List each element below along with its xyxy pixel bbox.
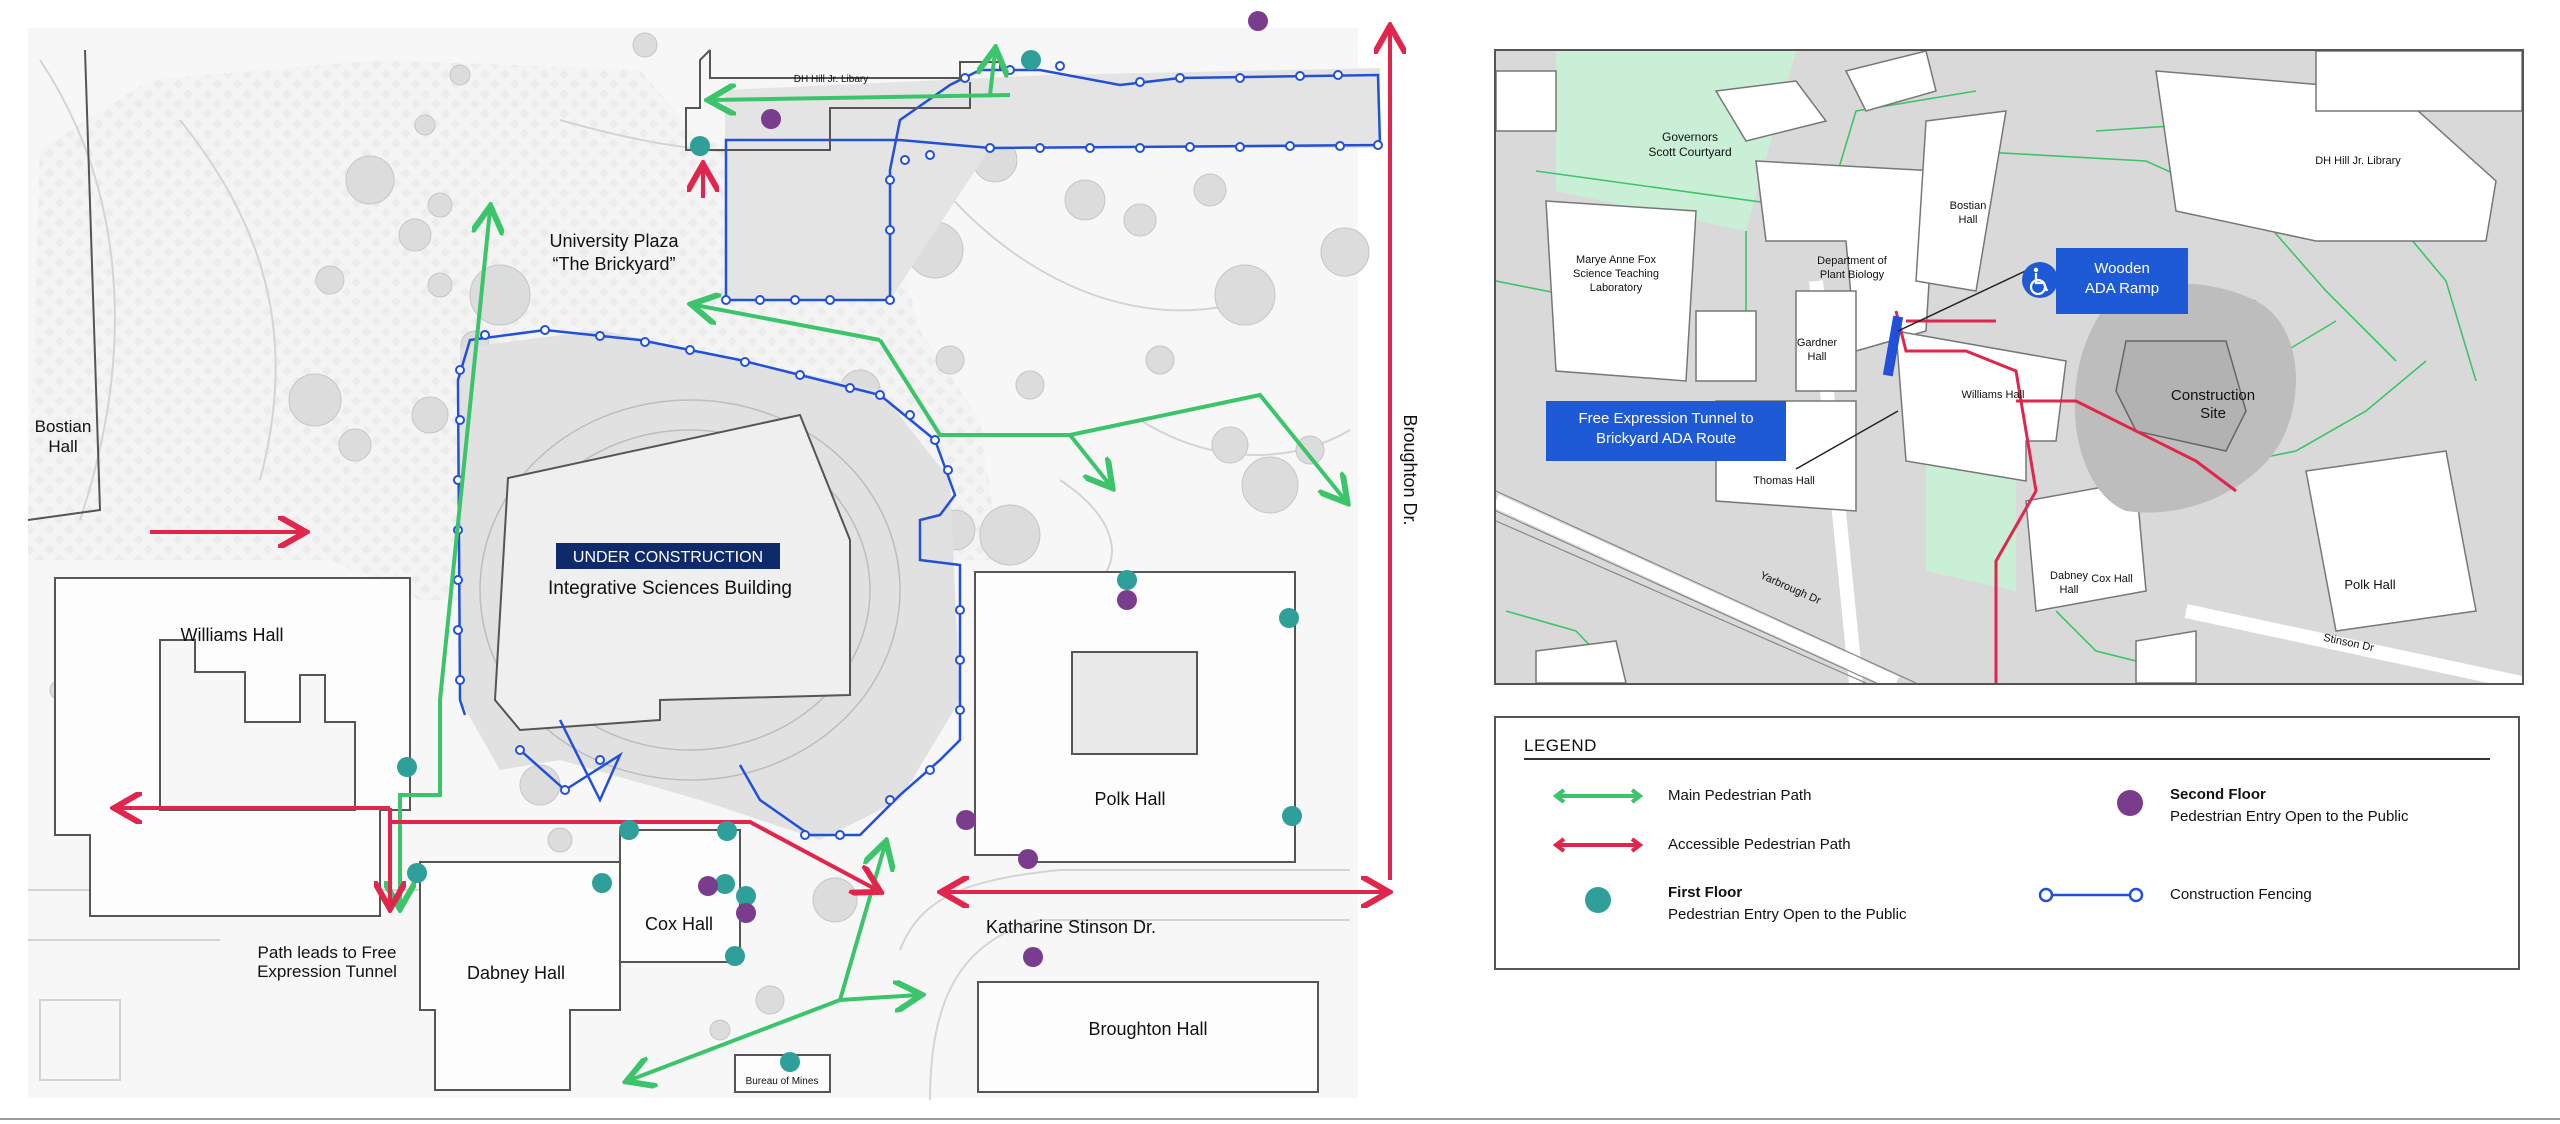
label-dh-hill: DH Hill Jr. Libary <box>794 74 868 85</box>
legend-second-floor-desc: Pedestrian Entry Open to the Public <box>2170 808 2409 825</box>
mini-label-williams: Williams Hall <box>1962 389 2025 401</box>
mini-label-cox: Cox Hall <box>2091 573 2133 585</box>
label-katharine-stinson-dr: Katharine Stinson Dr. <box>986 917 1156 937</box>
footer-divider <box>0 1118 2560 1120</box>
legend-title: LEGEND <box>1524 736 1597 755</box>
callout-ramp-line1: Wooden <box>2094 260 2150 277</box>
label-broughton-dr: Broughton Dr. <box>1400 414 1420 525</box>
construction-fence <box>456 68 1382 837</box>
label-williams-hall: Williams Hall <box>181 625 284 645</box>
polk-hall-courtyard <box>1071 651 1198 755</box>
legend-first-floor-symbol <box>1585 887 1611 913</box>
legend-main-path: Main Pedestrian Path <box>1668 785 1811 807</box>
callout-tunnel-line2: Brickyard ADA Route <box>1595 430 1737 447</box>
accessible-pedestrian-paths <box>118 30 1390 905</box>
label-bureau-of-mines: Bureau of Mines <box>746 1076 819 1087</box>
mini-construction-building <box>2115 340 2247 452</box>
green-lawn <box>1926 451 2016 591</box>
legend-accessible-path-symbol <box>1552 837 1644 853</box>
legend-first-floor: First Floor Pedestrian Entry Open to the… <box>1668 882 1906 926</box>
callout-wooden-ramp: Wooden ADA Ramp <box>2056 248 2188 314</box>
tunnel-note-line2: Expression Tunnel <box>257 962 397 981</box>
main-pedestrian-paths <box>400 52 1345 1080</box>
construction-banner <box>556 543 780 569</box>
bureau-of-mines <box>734 1054 831 1093</box>
legend-divider <box>1524 758 2490 760</box>
label-plaza-line2: “The Brickyard” <box>552 254 675 274</box>
callout-free-expression-tunnel: Free Expression Tunnel to Brickyard ADA … <box>1546 401 1786 461</box>
second-floor-entrances <box>698 11 1268 967</box>
legend-fencing-symbol <box>2038 887 2144 903</box>
legend-fencing-label: Construction Fencing <box>2170 886 2312 903</box>
label-polk-hall: Polk Hall <box>1094 789 1165 809</box>
wheelchair-icon-glyph <box>2029 273 2049 296</box>
legend-accessible-path: Accessible Pedestrian Path <box>1668 834 1851 856</box>
campus-map: UNDER CONSTRUCTION Integrative Sciences … <box>27 11 1420 1101</box>
legend-first-floor-desc: Pedestrian Entry Open to the Public <box>1668 906 1907 923</box>
mini-label-dh-hill: DH Hill Jr. Library <box>2315 155 2401 167</box>
legend-fencing: Construction Fencing <box>2170 884 2312 906</box>
construction-banner-text: UNDER CONSTRUCTION <box>573 549 763 566</box>
bostian-hall-edge <box>27 49 102 521</box>
legend-main-path-label: Main Pedestrian Path <box>1668 787 1812 804</box>
tunnel-note-line1: Path leads to Free <box>258 943 397 962</box>
broughton-hall <box>977 981 1319 1093</box>
cox-hall <box>619 829 741 963</box>
label-cox-hall: Cox Hall <box>645 914 713 934</box>
legend-second-floor-title: Second Floor <box>2170 786 2266 803</box>
legend-second-floor: Second Floor Pedestrian Entry Open to th… <box>2170 784 2408 828</box>
integrative-sciences-building <box>493 413 851 732</box>
legend-second-floor-symbol <box>2117 790 2143 816</box>
label-plaza-line1: University Plaza <box>549 231 679 251</box>
mini-label-thomas: Thomas Hall <box>1753 475 1815 487</box>
dh-hill-library-2 <box>685 49 971 151</box>
mini-label-polk: Polk Hall <box>2344 577 2395 592</box>
legend: LEGEND Main Pedestrian Path Accessible P… <box>1494 716 2520 970</box>
callout-tunnel-line1: Free Expression Tunnel to <box>1578 410 1754 427</box>
legend-first-floor-title: First Floor <box>1668 884 1743 901</box>
legend-accessible-path-label: Accessible Pedestrian Path <box>1668 836 1851 853</box>
label-dabney-hall: Dabney Hall <box>467 963 565 983</box>
label-broughton-hall: Broughton Hall <box>1088 1019 1207 1039</box>
legend-main-path-symbol <box>1552 788 1644 804</box>
callout-ramp-line2: ADA Ramp <box>2084 280 2160 297</box>
label-integrative-sciences: Integrative Sciences Building <box>548 578 792 599</box>
first-floor-entrances <box>397 50 1302 1072</box>
